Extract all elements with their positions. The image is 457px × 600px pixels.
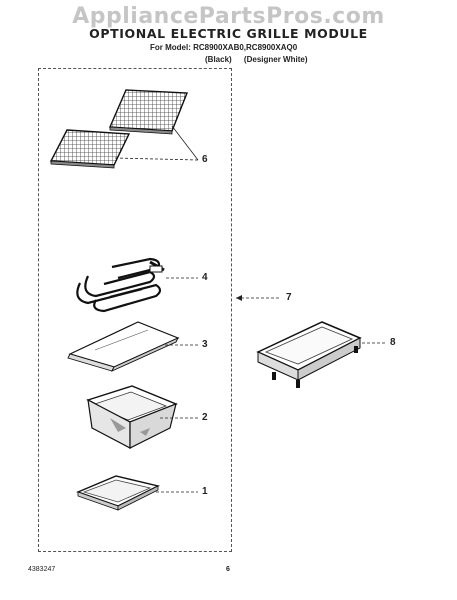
page-number: 6 (226, 566, 230, 573)
heating-element (76, 257, 165, 313)
assembly-frame (38, 68, 232, 552)
callout-2: 2 (202, 412, 208, 423)
reflector-pan (67, 321, 180, 372)
callout-1: 1 (202, 486, 208, 497)
callout-8: 8 (390, 337, 396, 348)
grille-frame-tray (256, 321, 362, 388)
leader-6a (171, 125, 199, 161)
model-line: For Model: RC8900XAB0,RC8900XAQ0 (150, 43, 298, 52)
callout-4: 4 (202, 272, 208, 283)
watermark: AppliancePartsPros.com (72, 4, 385, 29)
leader-7-arrow (236, 295, 242, 301)
leader-6b (114, 157, 199, 161)
grease-tray (76, 475, 161, 511)
diagram-title: OPTIONAL ELECTRIC GRILLE MODULE (89, 26, 368, 41)
drip-pan (86, 385, 178, 449)
document-number: 4383247 (28, 566, 56, 573)
grate-upper (108, 89, 189, 135)
callout-7: 7 (286, 292, 292, 303)
color-black-label: (Black) (205, 55, 232, 64)
callout-6: 6 (202, 154, 208, 165)
color-white-label: (Designer White) (243, 55, 308, 64)
callout-3: 3 (202, 339, 208, 350)
color-labels: (Black) (Designer White) (205, 55, 317, 64)
grate-lower (49, 129, 131, 169)
